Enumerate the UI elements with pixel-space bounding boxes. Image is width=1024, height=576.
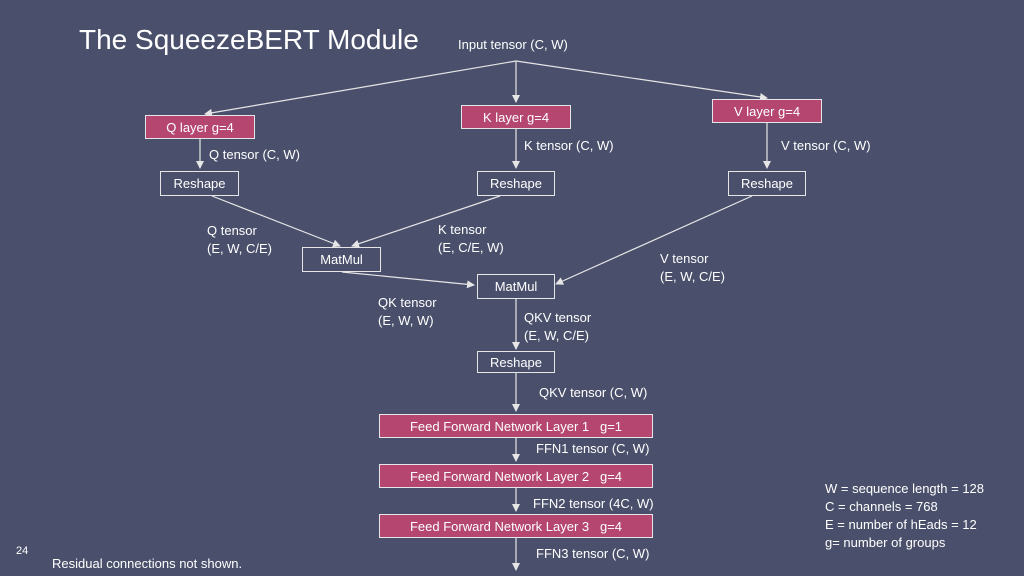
v-tensor-cw-label: V tensor (C, W) <box>781 138 871 153</box>
q-layer-box: Q layer g=4 <box>145 115 255 139</box>
v-reshape-box: Reshape <box>728 171 806 196</box>
legend: W = sequence length = 128 C = channels =… <box>825 480 984 552</box>
qkv-reshape-box: Reshape <box>477 351 555 373</box>
arrow-input-to-v <box>515 60 768 101</box>
k-tensor-cw-label: K tensor (C, W) <box>524 138 614 153</box>
qkv-tensor-cw-label: QKV tensor (C, W) <box>539 385 648 400</box>
ffn2-box: Feed Forward Network Layer 2 g=4 <box>379 464 653 488</box>
qk-matmul-box: MatMul <box>302 247 381 272</box>
k-tensor-ecew-label: K tensor (E, C/E, W) <box>438 221 504 257</box>
ffn2-tensor-label: FFN2 tensor (4C, W) <box>533 496 654 511</box>
q-tensor-ewce-label: Q tensor (E, W, C/E) <box>207 222 272 258</box>
v-tensor-ewce-label: V tensor (E, W, C/E) <box>660 250 725 286</box>
qk-tensor-line-1: QK tensor <box>378 295 437 310</box>
v-layer-box: V layer g=4 <box>712 99 822 123</box>
legend-line-w: W = sequence length = 128 <box>825 481 985 496</box>
qk-tensor-line-2: (E, W, W) <box>378 313 434 328</box>
q-tensor-cw-label: Q tensor (C, W) <box>209 147 301 162</box>
legend-line-g: g= number of groups <box>825 535 946 550</box>
qkv-tensor-ewce-label: QKV tensor (E, W, C/E) <box>524 309 591 345</box>
arrow-qreshape-to-matmul <box>211 195 341 248</box>
v-tensor-ewce-line-1: V tensor <box>660 251 709 266</box>
q-reshape-box: Reshape <box>160 171 239 196</box>
k-tensor-ecew-line-2: (E, C/E, W) <box>438 240 504 255</box>
input-tensor-label: Input tensor (C, W) <box>458 37 568 52</box>
qkv-tensor-ewce-line-1: QKV tensor <box>524 310 592 325</box>
ffn1-box: Feed Forward Network Layer 1 g=1 <box>379 414 653 438</box>
k-tensor-ecew-line-1: K tensor <box>438 222 487 237</box>
arrow-kreshape-to-matmul <box>351 195 501 248</box>
page-number: 24 <box>16 545 29 557</box>
ffn1-tensor-label: FFN1 tensor (C, W) <box>536 441 650 456</box>
k-layer-box: K layer g=4 <box>461 105 571 129</box>
k-reshape-box: Reshape <box>477 171 555 196</box>
q-tensor-ewce-line-1: Q tensor <box>207 223 257 238</box>
arrow-vreshape-to-matmul <box>555 195 753 285</box>
footnote: Residual connections not shown. <box>52 556 243 571</box>
v-tensor-ewce-line-2: (E, W, C/E) <box>660 269 725 284</box>
ffn3-box: Feed Forward Network Layer 3 g=4 <box>379 514 653 538</box>
q-tensor-ewce-line-2: (E, W, C/E) <box>207 241 272 256</box>
qkv-tensor-ewce-line-2: (E, W, C/E) <box>524 328 589 343</box>
arrow-input-to-q <box>204 60 517 117</box>
legend-line-c: C = channels = 768 <box>825 499 938 514</box>
qkv-matmul-box: MatMul <box>477 274 555 299</box>
arrow-matmul-to-matmul <box>341 271 475 289</box>
ffn3-tensor-label: FFN3 tensor (C, W) <box>536 546 650 561</box>
page-title: The SqueezeBERT Module <box>79 24 419 55</box>
qk-tensor-label: QK tensor (E, W, W) <box>378 294 437 330</box>
legend-line-e: E = number of hEads = 12 <box>825 517 977 532</box>
